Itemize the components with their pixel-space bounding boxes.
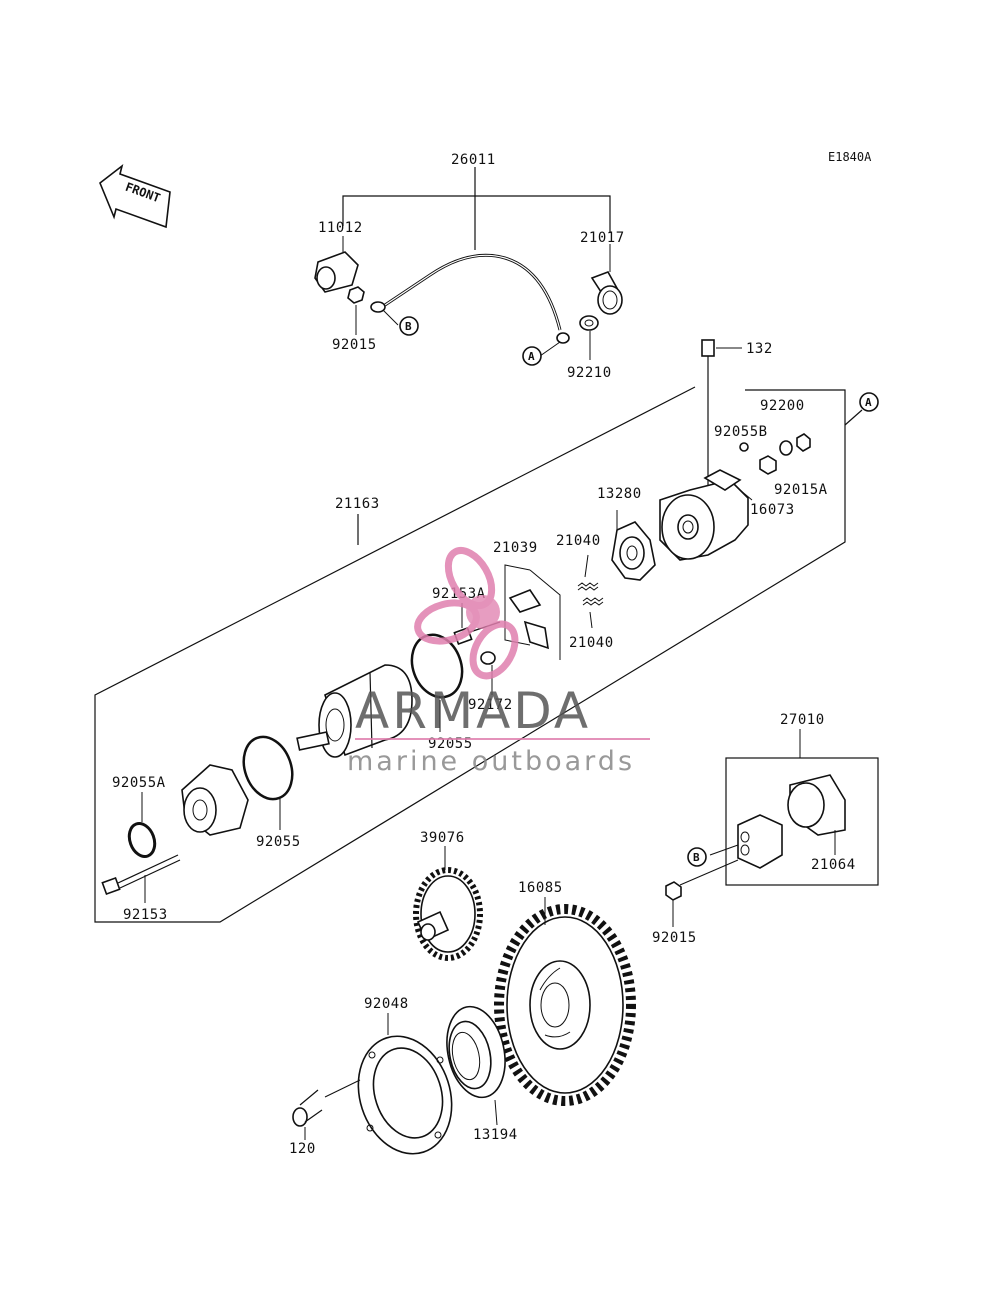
nut-92210 (579, 315, 599, 331)
boot-21017 (590, 271, 623, 315)
label-21017: 21017 (580, 230, 625, 246)
ref-a-top: A (522, 346, 542, 366)
label-21040-a: 21040 (556, 533, 601, 549)
bolt-132 (701, 339, 742, 490)
clutch-housing-92048 (357, 1035, 453, 1155)
label-11012: 11012 (318, 220, 363, 236)
propeller-logo-icon (414, 547, 519, 680)
cable-group (314, 167, 623, 360)
label-21040-b: 21040 (569, 635, 614, 651)
watermark-title: ARMADA (355, 682, 591, 740)
bolt-92153 (101, 854, 181, 903)
label-92172: 92172 (468, 697, 513, 713)
label-13280: 13280 (597, 486, 642, 502)
brush-lower (523, 620, 549, 650)
nut-92015-bottom (665, 881, 682, 901)
watermark-subtitle: marine outboards (347, 746, 635, 777)
label-39076: 39076 (420, 830, 465, 846)
label-92153: 92153 (123, 907, 168, 923)
nut-16073 (759, 455, 777, 475)
spring-21040-a (577, 582, 599, 591)
label-21039: 21039 (493, 540, 538, 556)
label-26011: 26011 (451, 152, 496, 168)
ref-b-right: B (687, 847, 707, 867)
label-92055A: 92055A (112, 775, 166, 791)
relay-cover-21064 (787, 774, 846, 836)
nut-92015 (347, 286, 365, 304)
end-cover-16073 (659, 469, 749, 561)
washer-92200 (779, 440, 793, 456)
label-27010: 27010 (780, 712, 825, 728)
svg-text:A: A (865, 396, 872, 409)
bolt-120 (292, 1089, 323, 1140)
svg-text:A: A (528, 350, 535, 363)
label-120: 120 (289, 1141, 316, 1157)
spring-21040-b (582, 597, 604, 606)
ref-a-right: A (859, 392, 879, 412)
svg-text:B: B (405, 320, 412, 333)
label-92015-top: 92015 (332, 337, 377, 353)
label-21064: 21064 (811, 857, 856, 873)
gear-16085 (494, 904, 636, 1106)
nut-92015A (796, 433, 811, 452)
gear-39076 (413, 867, 483, 961)
part-92172 (480, 651, 496, 665)
label-92048: 92048 (364, 996, 409, 1012)
label-92015A: 92015A (774, 482, 828, 498)
boot-11012 (314, 251, 359, 293)
ref-b-top: B (399, 316, 419, 336)
label-13194: 13194 (473, 1127, 518, 1143)
svg-text:B: B (693, 851, 700, 864)
label-92015-bottom: 92015 (652, 930, 697, 946)
label-16085: 16085 (518, 880, 563, 896)
label-92055-b: 92055 (256, 834, 301, 850)
oring-92055-lower (242, 735, 294, 801)
watermark: ARMADA marine outboards (347, 547, 650, 777)
oring-92055A (127, 822, 157, 858)
clutch-13194 (446, 1005, 506, 1099)
label-92055B: 92055B (714, 424, 768, 440)
starter-relay (737, 814, 783, 869)
brush-upper (508, 589, 542, 613)
label-16073: 16073 (750, 502, 795, 518)
label-21163: 21163 (335, 496, 380, 512)
front-arrow-icon: FRONT (99, 163, 171, 229)
front-cover (181, 764, 249, 836)
motor-yoke (296, 664, 413, 758)
diagram-code: E1840A (828, 150, 872, 164)
brush-holder-13280 (611, 510, 656, 581)
label-92210: 92210 (567, 365, 612, 381)
label-92200: 92200 (760, 398, 805, 414)
oring-92055B (739, 442, 749, 452)
label-132: 132 (746, 341, 773, 357)
